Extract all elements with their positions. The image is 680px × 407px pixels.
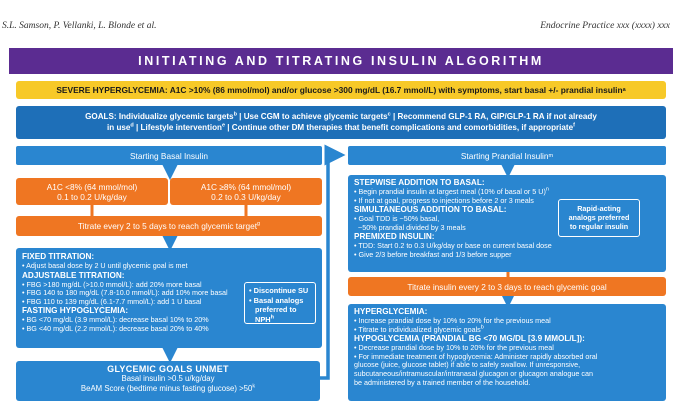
adjustable-line: • FBG 140 to 180 mg/dL (7.8-10.0 mmol/L)… [22,288,228,298]
goals-footnote-e: e [221,122,226,129]
prandial-header-text: Starting Prandial Insulin [460,150,549,161]
severe-hyperglycemia-banner: SEVERE HYPERGLYCEMIA: A1C >10% (86 mmol/… [16,81,666,99]
prandial-hypo-line: subcutaneous/intramuscular/intranasal gl… [354,368,593,378]
fixed-titration-line: • Adjust basal dose by 2 U until glycemi… [22,261,188,270]
basal-box-low-a1c: A1C <8% (64 mmol/mol) [46,181,138,192]
prandial-callout: Rapid-acting analogs preferred to regula… [558,199,640,237]
premixed-line-1: • TDD: Start 0.2 to 0.3 U/kg/day or base… [354,241,552,251]
stepwise-footnote-n: n [545,186,549,193]
goals-footnote-c: c [387,111,391,118]
callout-rapid-acting: Rapid-acting [577,204,621,213]
basal-box-high-a1c: A1C ≥8% (64 mmol/mol) [200,181,292,192]
unmet-line-1: Basal insulin >0.5 u/kg/day [121,374,215,383]
goals-text-3: | Recommend GLP-1 RA, GIP/GLP-1 RA if no… [390,112,597,121]
unmet-line-2: BeAM Score (bedtime minus fasting glucos… [80,383,253,393]
algorithm-title: INITIATING AND TITRATING INSULIN ALGORIT… [9,48,673,74]
basal-dose-box-high: A1C ≥8% (64 mmol/mol) 0.2 to 0.3 U/kg/da… [170,178,322,205]
basal-titrate-text: Titrate every 2 to 5 days to reach glyce… [77,221,257,231]
callout-regular-insulin: to regular insulin [569,222,629,232]
prandial-hyper-line-1: • Increase prandial dose by 10% to 20% f… [354,316,551,325]
unmet-footnote-k: k [252,382,256,389]
unmet-title: GLYCEMIC GOALS UNMET [107,364,229,374]
prandial-hypo-line: glucose (juice, glucose tablet) if able … [354,360,581,370]
prandial-adjust-panel: HYPERGLYCEMIA: • Increase prandial dose … [348,304,666,401]
starting-basal-header: Starting Basal Insulin [16,146,322,165]
goals-text-6: | Continue other DM therapies that benef… [225,123,574,132]
fixed-titration-title: FIXED TITRATION: [22,252,95,261]
basal-box-high-dose: 0.2 to 0.3 U/kg/day [211,191,281,202]
prandial-hypo-line: be administered by a trained member of t… [354,377,531,387]
goals-text-4: in use [107,123,131,132]
prandial-addition-panel: STEPWISE ADDITION TO BASAL: • Begin pran… [348,175,666,272]
prandial-hyperglycemia-title: HYPERGLYCEMIA: [354,307,428,316]
callout-preferred-nph: preferred to NPH [255,305,297,324]
header-authors: S.L. Samson, P. Vellanki, L. Blonde et a… [2,21,157,31]
prandial-titrate-banner: Titrate insulin every 2 to 3 days to rea… [348,277,666,296]
fasting-hypo-line: • BG <70 mg/dL (3.9 mmol/L): decrease ba… [22,315,209,325]
basal-titrate-footnote: g [257,221,261,228]
stepwise-title: STEPWISE ADDITION TO BASAL: [354,178,485,187]
simultaneous-title: SIMULTANEOUS ADDITION TO BASAL: [354,205,507,215]
adjustable-line: • FBG >180 mg/dL (>10.0 mmol/L): add 20%… [22,279,202,289]
prandial-hypo-line: • Decrease prandial dose by 10% to 20% f… [354,343,554,353]
severe-text: SEVERE HYPERGLYCEMIA: A1C >10% (86 mmol/… [56,85,623,95]
prandial-hypo-line: • For immediate treatment of hypoglycemi… [354,351,598,361]
simultaneous-line-1: • Goal TDD is ~50% basal, [354,214,440,224]
adjustable-line: • FBG 110 to 139 mg/dL (6.1-7.7 mmol/L):… [22,296,202,306]
basal-box-low-dose: 0.1 to 0.2 U/kg/day [57,191,127,202]
stepwise-line-1: • Begin prandial insulin at largest meal… [354,187,546,196]
goals-text-2: | Use CGM to achieve glycemic targets [236,112,388,121]
prandial-hypoglycemia-title: HYPOGLYCEMIA (PRANDIAL BG <70 MG/DL [3.9… [354,334,585,344]
prandial-hyper-footnote-b: b [480,324,484,331]
callout-footnote-h: h [270,314,274,321]
basal-titration-panel: FIXED TITRATION: • Adjust basal dose by … [16,248,322,348]
fasting-hypoglycemia-title: FASTING HYPOGLYCEMIA: [22,306,129,316]
goals-footnote-f: f [573,122,575,129]
premixed-line-2: • Give 2/3 before breakfast and 1/3 befo… [354,249,512,259]
adjustable-titration-title: ADJUSTABLE TITRATION: [22,270,125,280]
basal-callout: • Discontinue SU • Basal analogs preferr… [244,282,316,324]
fasting-hypo-line: • BG <40 mg/dL (2.2 mmol/L): decrease ba… [22,323,209,333]
basal-titrate-banner: Titrate every 2 to 5 days to reach glyce… [16,216,322,236]
callout-discontinue-su: • Discontinue SU [249,286,309,295]
goals-footnote-d: d [130,122,134,129]
callout-analogs-preferred: analogs preferred [568,213,630,223]
goals-text-5: | Lifestyle intervention [133,123,222,132]
header-journal: Endocrine Practice xxx (xxxx) xxx [540,21,670,31]
goals-banner: GOALS: Individualize glycemic targetsb |… [16,106,666,139]
simultaneous-line-2: ~50% prandial divided by 3 meals [358,222,466,232]
goals-footnote-b: b [233,111,237,118]
prandial-titrate-text: Titrate insulin every 2 to 3 days to rea… [407,281,607,292]
callout-basal-analogs: • Basal analogs [249,295,304,305]
arrow-unmet-to-prandial [320,144,346,380]
premixed-title: PREMIXED INSULIN: [354,232,435,242]
stepwise-line-2: • If not at goal, progress to injections… [354,195,534,205]
goals-text-1: GOALS: Individualize glycemic targets [85,112,234,121]
prandial-hyper-line-2: • Titrate to individualized glycemic goa… [354,324,481,334]
glycemic-goals-unmet-box: GLYCEMIC GOALS UNMET Basal insulin >0.5 … [16,361,320,401]
basal-dose-box-low: A1C <8% (64 mmol/mol) 0.1 to 0.2 U/kg/da… [16,178,168,205]
